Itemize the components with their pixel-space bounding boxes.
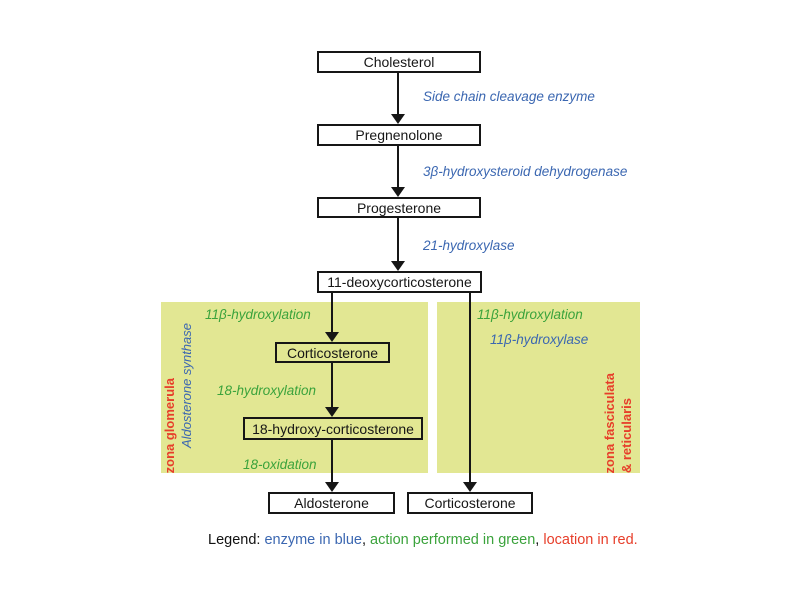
node-label: Corticosterone xyxy=(286,344,379,361)
node-label: Cholesterol xyxy=(363,54,435,70)
enzyme-label-side-chain-cleavage: Side chain cleavage enzyme xyxy=(423,89,595,104)
arrow-doc-to-corticosterone-right xyxy=(463,293,477,492)
node-label: 18-hydroxy-corticosterone xyxy=(252,420,414,437)
arrow-pregnenolone-to-progesterone xyxy=(391,146,405,197)
action-label-18-oxidation: 18-oxidation xyxy=(243,457,317,472)
arrow-cholesterol-to-pregnenolone xyxy=(391,73,405,124)
arrow-line xyxy=(397,146,399,187)
legend-prefix: Legend: xyxy=(208,532,261,548)
enzyme-label-aldosterone-synthase: Aldosterone synthase xyxy=(179,322,194,448)
enzyme-label-21-hydroxylase: 21-hydroxylase xyxy=(423,238,515,253)
enzyme-label-11b-hydroxylase: 11β-hydroxylase xyxy=(490,332,589,347)
action-label-11b-hydroxylation-right: 11β-hydroxylation xyxy=(477,307,583,322)
legend-enzyme: enzyme in blue xyxy=(264,532,362,548)
arrow-line xyxy=(397,218,399,261)
location-label-zona-glomerula: zona glomerula xyxy=(162,377,177,473)
action-label-18-hydroxylation: 18-hydroxylation xyxy=(217,383,317,398)
node-label: 11-deoxycorticosterone xyxy=(327,274,472,290)
node-18-hydroxy-corticosterone: 18-hydroxy-corticosterone xyxy=(243,417,423,440)
action-label-11b-hydroxylation-left: 11β-hydroxylation xyxy=(205,307,311,322)
arrow-head-icon xyxy=(391,187,405,197)
legend-separator: , xyxy=(535,532,540,548)
arrow-line xyxy=(331,293,333,332)
arrow-line xyxy=(397,73,399,114)
arrow-corticosterone-to-18oh xyxy=(325,363,339,417)
arrow-18oh-to-aldosterone xyxy=(325,440,339,492)
node-corticosterone-right: Corticosterone xyxy=(407,492,533,514)
node-cholesterol: Cholesterol xyxy=(317,51,481,73)
arrow-head-icon xyxy=(463,482,477,492)
legend: Legend: enzyme in blue, action performed… xyxy=(208,532,638,548)
node-label: Aldosterone xyxy=(294,495,369,511)
arrow-doc-to-corticosterone-left xyxy=(325,293,339,342)
node-label: Progesterone xyxy=(356,199,442,216)
legend-separator: , xyxy=(361,532,367,548)
legend-location: location in red. xyxy=(543,532,638,548)
arrow-head-icon xyxy=(325,407,339,417)
arrow-line xyxy=(469,293,471,482)
node-aldosterone: Aldosterone xyxy=(268,492,395,514)
arrow-progesterone-to-doc xyxy=(391,218,405,271)
location-label-reticularis: & reticularis xyxy=(619,397,634,473)
location-label-zona-fasciculata: zona fasciculata xyxy=(602,372,617,473)
arrow-head-icon xyxy=(391,261,405,271)
node-11-deoxycorticosterone: 11-deoxycorticosterone xyxy=(317,271,482,293)
node-progesterone: Progesterone xyxy=(317,197,481,218)
node-pregnenolone: Pregnenolone xyxy=(317,124,481,146)
arrow-head-icon xyxy=(391,114,405,124)
arrow-head-icon xyxy=(325,332,339,342)
node-label: Pregnenolone xyxy=(355,127,443,143)
node-corticosterone-left: Corticosterone xyxy=(275,342,390,363)
zona-glomerula-panel xyxy=(161,302,428,473)
arrow-line xyxy=(331,363,333,407)
legend-action: action performed in green xyxy=(370,532,536,548)
arrow-line xyxy=(331,440,333,482)
enzyme-label-3b-hsd: 3β-hydroxysteroid dehydrogenase xyxy=(423,164,628,179)
arrow-head-icon xyxy=(325,482,339,492)
node-label: Corticosterone xyxy=(424,495,516,511)
